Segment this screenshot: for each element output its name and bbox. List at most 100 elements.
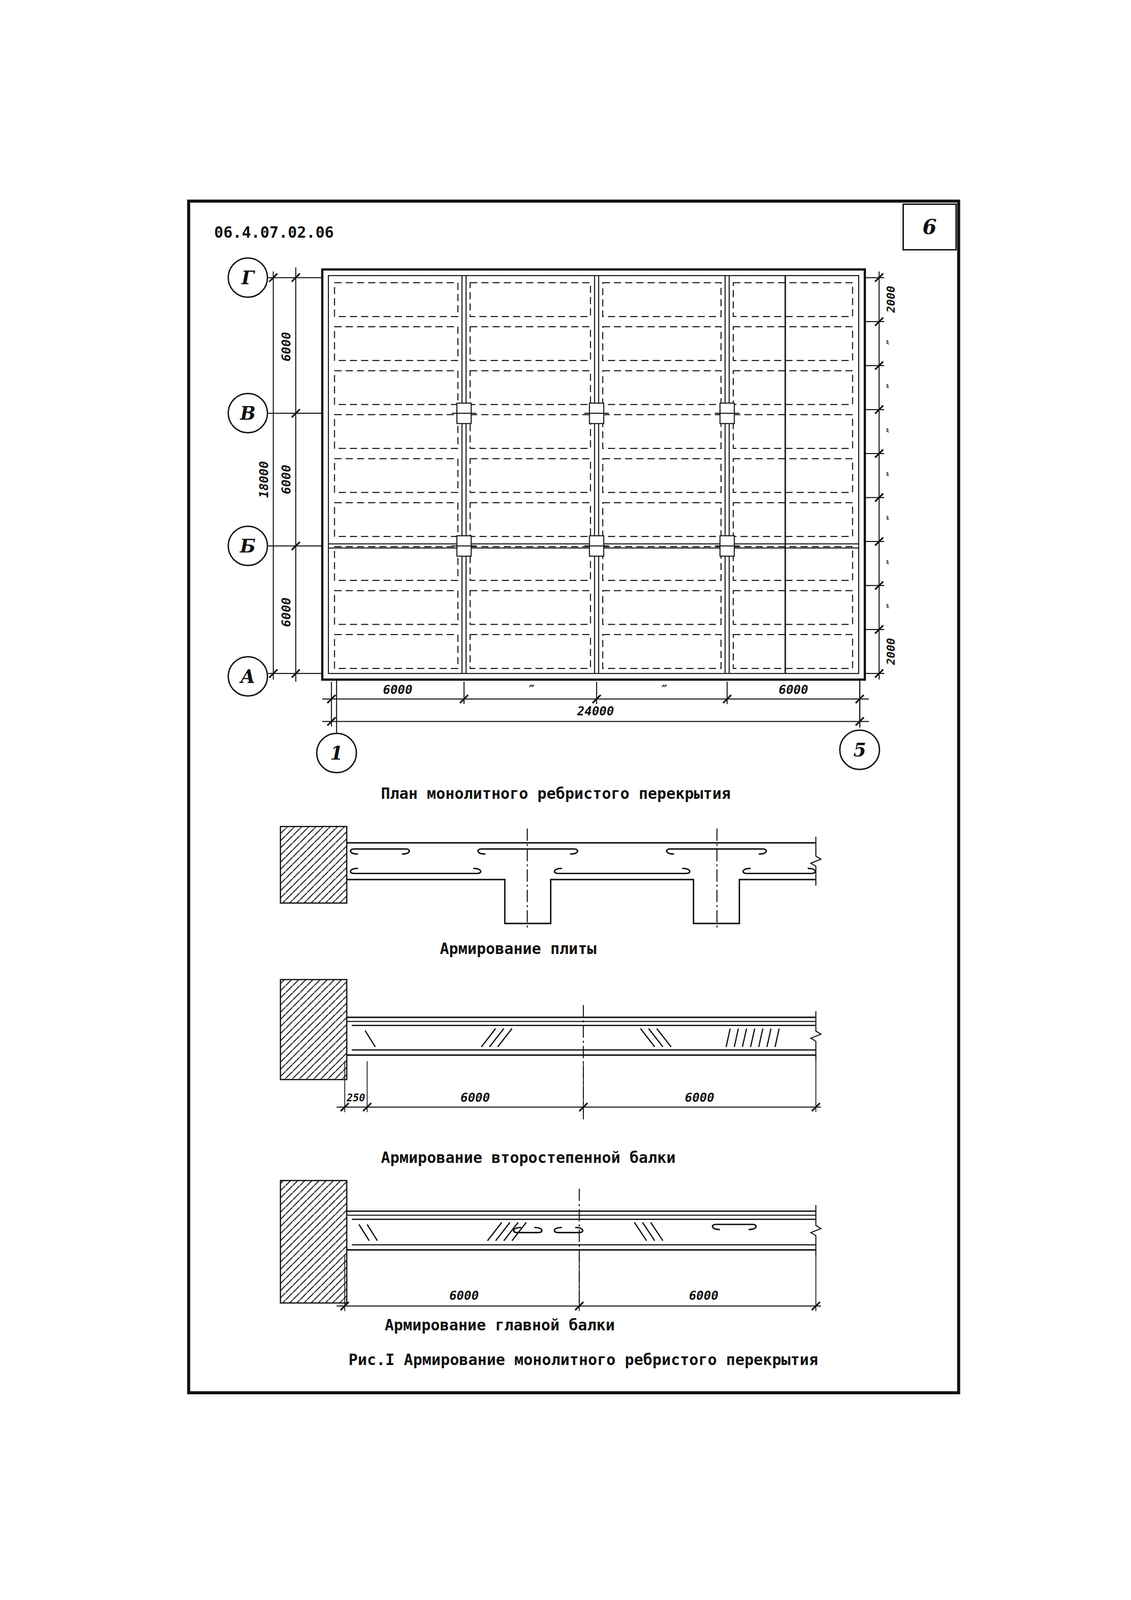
extension-line (864, 628, 884, 630)
slab-panel (334, 458, 458, 493)
extension-line (859, 703, 861, 727)
extension-line (864, 276, 884, 278)
extension-line (344, 1060, 346, 1112)
dimension-tick (875, 625, 884, 634)
node-text: 5 (853, 738, 867, 761)
rebar (350, 867, 481, 873)
view-title: Армирование плиты (439, 939, 597, 957)
slab-panel (334, 370, 458, 405)
wall-section (280, 1180, 347, 1303)
slab-panel (602, 590, 722, 625)
extension-line (344, 1254, 346, 1311)
slab-panel (602, 634, 722, 669)
sheet-code: 06.4.07.02.06 (214, 223, 334, 241)
beam-edge (346, 1053, 816, 1056)
stirrup (734, 1027, 739, 1047)
dimension-tick (291, 273, 301, 282)
main-beam (728, 275, 730, 674)
extension-line (726, 681, 728, 704)
extension-line (815, 1254, 817, 1311)
dimension-tick (875, 405, 884, 414)
axis-bubble: Б (227, 525, 269, 566)
slab-panel (602, 546, 722, 581)
axis-line (336, 679, 338, 733)
beam-line (784, 275, 786, 674)
beam-edge (346, 1016, 816, 1018)
dimension-line (272, 271, 274, 680)
dimension-text: 6000 (684, 1090, 715, 1105)
axis-bubble: 1 (316, 732, 357, 774)
rebar (554, 1226, 583, 1232)
axis-line (859, 679, 861, 728)
view-title: План монолитного ребристого перекрытия (380, 784, 731, 802)
dimension-tick (875, 669, 884, 678)
beam-edge (346, 1020, 816, 1022)
node-text: В (239, 402, 256, 424)
wall-inner-line (328, 275, 859, 674)
node-text: 6 (922, 214, 937, 239)
extension-line (366, 1060, 368, 1112)
slab-panel (470, 546, 591, 581)
rebar (742, 867, 815, 873)
dimension-line (322, 720, 870, 722)
main-beam (598, 275, 600, 674)
ditto-mark: ″ (885, 603, 898, 611)
node-text: Г (241, 266, 255, 289)
bent-bar (495, 1221, 510, 1240)
dimension-tick (875, 317, 884, 326)
slab-panel (602, 502, 722, 537)
view-title: Армирование главной балки (384, 1316, 615, 1334)
dimension-text: 6000 (460, 1090, 491, 1105)
extension-line (864, 496, 884, 498)
axis-bubble: А (227, 655, 269, 697)
column-mark (451, 545, 477, 547)
bent-bar (640, 1027, 655, 1047)
ditto-mark: ″ (885, 339, 898, 347)
figure-caption: Рис.I Армирование монолитного ребристого… (348, 1350, 819, 1368)
slab-panel (470, 370, 591, 405)
dimension-text: 2000 (885, 637, 898, 665)
rebar (666, 848, 767, 854)
slab-panel (470, 458, 591, 493)
slab-panel (733, 458, 853, 493)
column-mark (584, 545, 609, 547)
node-text: 1 (330, 741, 343, 764)
axis-bubble: В (227, 392, 269, 434)
sheet-frame (188, 201, 959, 1393)
dimension-tick (875, 493, 884, 502)
extension-line (864, 540, 884, 542)
slab-panel (733, 326, 853, 361)
extension-line (331, 681, 333, 704)
main-beam (465, 275, 467, 674)
bent-bar (650, 1221, 664, 1240)
column-mark (715, 412, 740, 414)
slab-panel (334, 282, 458, 317)
axis-line (526, 828, 528, 931)
wall-outline (322, 269, 866, 680)
axis-line (582, 1004, 584, 1122)
axis-line (578, 1188, 580, 1311)
dimension-text: 6000 (280, 464, 294, 495)
bent-bar (497, 1027, 512, 1047)
beam-edge (346, 1214, 816, 1216)
extension-line (864, 672, 884, 674)
break-line (810, 836, 821, 886)
slab-panel (334, 502, 458, 537)
wall-section (280, 826, 347, 903)
slab-panel (470, 590, 591, 625)
extension-line (864, 321, 884, 322)
slab-panel (733, 634, 853, 669)
break-line (810, 1204, 821, 1256)
dimension-text: 6000 (689, 1288, 719, 1303)
slab-panel (602, 414, 722, 449)
bent-bar (648, 1027, 663, 1047)
dimension-text: 6000 (280, 332, 294, 362)
dimension-tick (291, 669, 301, 678)
rebar (554, 867, 691, 873)
stirrup (775, 1027, 780, 1047)
ditto-mark: ″ (526, 682, 535, 697)
wall-section (280, 979, 347, 1080)
dimension-text: 6000 (383, 682, 413, 697)
bent-bar (365, 1030, 376, 1047)
